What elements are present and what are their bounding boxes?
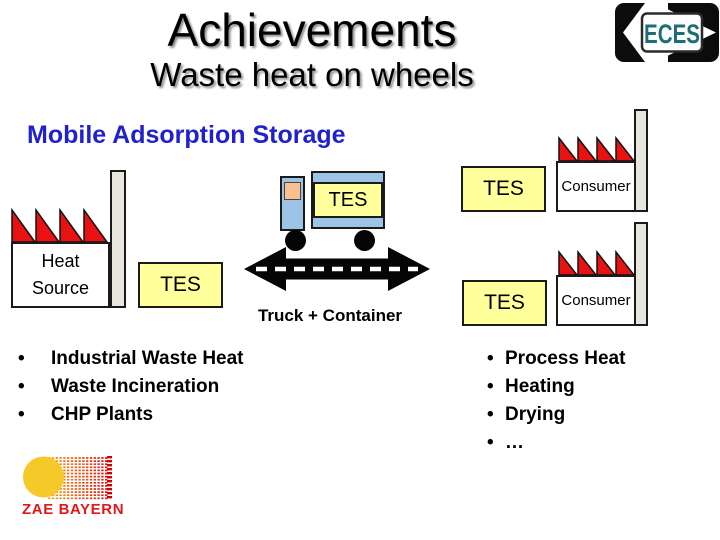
list-item-text: Industrial Waste Heat bbox=[51, 348, 244, 369]
slide-title: Achievements bbox=[167, 4, 457, 56]
list-item: • Process Heat bbox=[487, 345, 625, 373]
bullet-glyph: • bbox=[487, 432, 494, 453]
truck-window-icon bbox=[284, 182, 301, 200]
list-item: • Heating bbox=[487, 373, 625, 401]
consumer-label-top: Consumer bbox=[561, 178, 631, 195]
eces-logo: ECES bbox=[615, 3, 719, 62]
bullet-glyph: • bbox=[487, 376, 494, 397]
double-arrow-icon bbox=[244, 247, 430, 291]
tes-box-consumer-bottom: TES bbox=[462, 280, 547, 326]
tes-label-source: TES bbox=[160, 273, 201, 296]
list-item: • Industrial Waste Heat bbox=[18, 345, 244, 373]
bullet-glyph: • bbox=[487, 404, 494, 425]
sun-icon bbox=[23, 456, 64, 498]
bullet-glyph: • bbox=[487, 348, 494, 369]
sources-bullet-list: • Industrial Waste Heat • Waste Incinera… bbox=[18, 345, 244, 429]
tes-label-container: TES bbox=[328, 188, 368, 211]
tes-label-consumer-top: TES bbox=[483, 177, 524, 200]
slide-subtitle: Waste heat on wheels bbox=[150, 56, 474, 93]
tes-box-consumer-top: TES bbox=[461, 166, 546, 212]
list-item-text: Drying bbox=[505, 404, 566, 425]
heat-source-building: Heat Source bbox=[11, 242, 110, 308]
wheel-icon bbox=[285, 230, 306, 251]
consumer-building-top: Consumer bbox=[556, 161, 636, 212]
chimney-consumer-bottom bbox=[634, 222, 648, 326]
heat-source-label: Heat Source bbox=[31, 251, 90, 298]
bullet-glyph: • bbox=[18, 404, 25, 425]
chimney-consumer-top bbox=[634, 109, 648, 212]
truck-caption: Truck + Container bbox=[257, 306, 403, 325]
tes-label-consumer-bottom: TES bbox=[484, 291, 525, 314]
chimney-heat-source bbox=[110, 170, 126, 308]
list-item: • CHP Plants bbox=[18, 401, 244, 429]
list-item: • … bbox=[487, 429, 625, 457]
sawtooth-roof-icon-consumer-top bbox=[558, 136, 636, 162]
list-item: • Waste Incineration bbox=[18, 373, 244, 401]
consumer-building-bottom: Consumer bbox=[556, 275, 636, 326]
sawtooth-roof-icon-consumer-bottom bbox=[558, 250, 636, 276]
tes-box-container: TES bbox=[313, 182, 383, 218]
eces-logo-text: ECES bbox=[644, 19, 700, 49]
list-item-text: Process Heat bbox=[505, 348, 626, 369]
title-block: Achievements Waste heat on wheels bbox=[0, 4, 624, 94]
zae-bayern-logo-text: ZAE BAYERN bbox=[22, 501, 125, 518]
list-item-text: … bbox=[505, 432, 524, 453]
list-item-text: Waste Incineration bbox=[51, 376, 220, 397]
section-heading: Mobile Adsorption Storage bbox=[27, 121, 346, 149]
bullet-glyph: • bbox=[18, 376, 25, 397]
list-item-text: Heating bbox=[505, 376, 575, 397]
sawtooth-roof-icon-heat-source bbox=[11, 208, 109, 243]
list-item: • Drying bbox=[487, 401, 625, 429]
consumer-label-bottom: Consumer bbox=[561, 292, 631, 309]
wheel-icon bbox=[354, 230, 375, 251]
zae-bayern-logo bbox=[23, 456, 112, 500]
bullet-glyph: • bbox=[18, 348, 25, 369]
uses-bullet-list: • Process Heat • Heating • Drying • … bbox=[487, 345, 625, 457]
truck-cab-icon bbox=[280, 176, 305, 231]
tes-box-source: TES bbox=[138, 262, 223, 308]
list-item-text: CHP Plants bbox=[51, 404, 154, 425]
